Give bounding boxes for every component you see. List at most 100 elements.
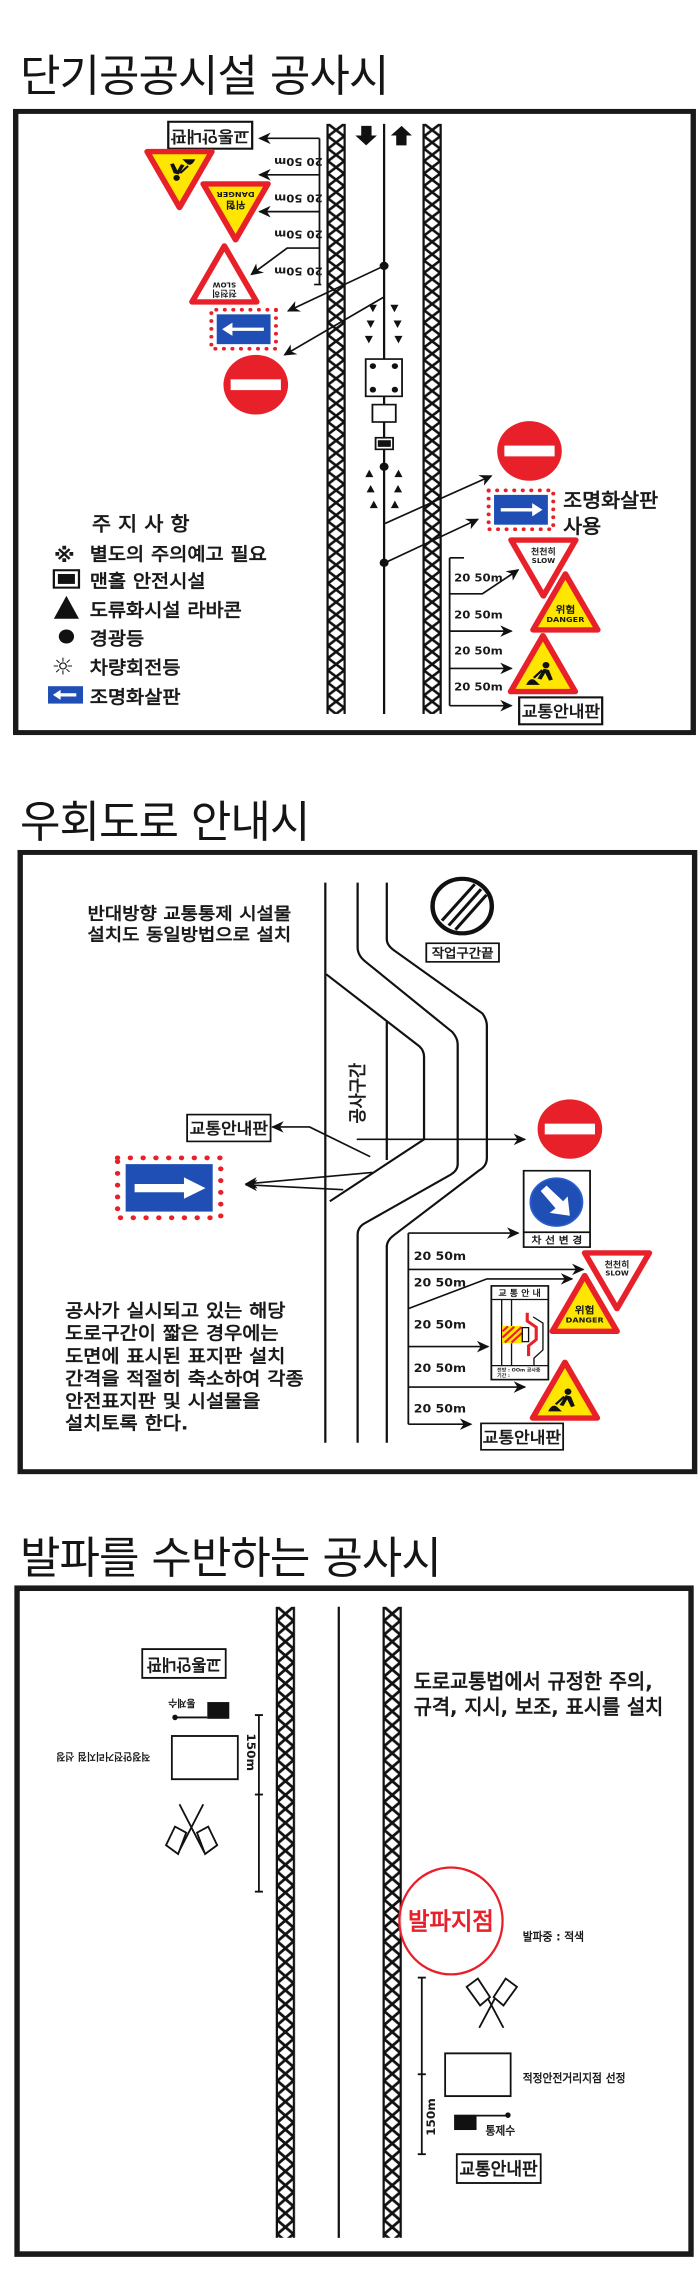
section-title-blasting: 발파를 수반하는 공사시 bbox=[20, 1533, 442, 1584]
note-line: 공사가 실시되고 있는 해당 bbox=[65, 1301, 286, 1322]
slow-sign: 천천히 SLOW bbox=[585, 1253, 650, 1309]
legend-item-label: 조명화살판 bbox=[90, 687, 181, 708]
lattice-barrier-right bbox=[422, 123, 442, 714]
panel-border bbox=[17, 849, 698, 1475]
distance-label: 20 50m bbox=[414, 1361, 466, 1374]
diagram-short-term-work: 교통안내판 20 50m 20 50m 20 50m 20 50m 위험 DAN… bbox=[13, 108, 696, 736]
slow-ko: 천천히 bbox=[212, 288, 237, 300]
traffic-guide-board: 교 통 안 내 전방 : OOm 공사중 기간 : bbox=[490, 1285, 550, 1381]
distance-label: 20 50m bbox=[454, 609, 503, 621]
triangle-cone-icon bbox=[53, 595, 79, 619]
rotating-light-icon: ☼ bbox=[52, 654, 75, 681]
warning-light-dot-icon bbox=[58, 629, 75, 644]
manhole-box-icon bbox=[52, 569, 81, 589]
note-line: 안전표지판 및 시설물을 bbox=[65, 1391, 260, 1412]
distance-label: 20 50m bbox=[274, 265, 323, 277]
safe-point-left: 적정안전거리지점 선정 bbox=[56, 1735, 239, 1781]
legend-item-label: 별도의 주의예고 필요 bbox=[90, 544, 267, 565]
guide-sign-label: 교통안내판 bbox=[459, 2160, 537, 2180]
lattice-barrier-right bbox=[382, 1606, 403, 2238]
arrow-board-icon bbox=[48, 686, 84, 704]
slow-sign: 천천히 SLOW bbox=[511, 540, 576, 596]
diagram-blasting: 교통안내판 통제수 적정안전거리지점 선정 150m 도로교통법에서 규정한 주… bbox=[14, 1585, 694, 2257]
flagger-left: 통제수 bbox=[168, 1696, 230, 1721]
placement-arrows bbox=[283, 265, 493, 564]
flagger-right: 통제수 bbox=[454, 2112, 516, 2138]
slow-ko: 천천히 bbox=[531, 546, 556, 558]
worker-warning-sign bbox=[511, 636, 576, 692]
legend-item-label: 경광등 bbox=[90, 628, 144, 649]
danger-ko: 위험 bbox=[575, 1304, 595, 1316]
detour-road-lines bbox=[324, 882, 488, 1443]
danger-en: DANGER bbox=[566, 1316, 604, 1325]
no-entry-sign-right bbox=[497, 421, 562, 481]
cones-lower bbox=[365, 469, 403, 509]
guide-sign-label: 교통안내판 bbox=[147, 1655, 221, 1674]
guide-sign-label: 교통안내판 bbox=[171, 127, 249, 145]
note-top-line: 설치도 동일방법으로 설치 bbox=[88, 925, 292, 945]
lattice-barrier-left bbox=[275, 1606, 296, 2238]
note-line: 도로구간이 짧은 경우에는 bbox=[65, 1323, 279, 1344]
blast-point-label: 발파지점 bbox=[408, 1907, 494, 1935]
guide-sign-bottom: 교통안내판 bbox=[518, 696, 604, 726]
slow-en: SLOW bbox=[605, 1270, 629, 1278]
up-direction-arrow-icon bbox=[390, 125, 412, 146]
arrow-board-note-use: 사용 bbox=[563, 516, 601, 538]
distance-label: 150m bbox=[244, 1733, 258, 1771]
distance-label: 20 50m bbox=[414, 1276, 466, 1289]
guide-sign-label: 교통안내판 bbox=[483, 1428, 561, 1446]
crossed-flags-icon bbox=[465, 1977, 519, 2029]
flagger-label: 통제수 bbox=[486, 2123, 516, 2137]
slow-en: SLOW bbox=[532, 557, 556, 565]
legend-item-label: 맨홀 안전시설 bbox=[90, 570, 206, 592]
placement-arrows bbox=[244, 1121, 527, 1192]
legend: 주 지 사 항 ※ 별도의 주의예고 필요 맨홀 안전시설 도류화시설 라바콘 … bbox=[48, 513, 267, 708]
note-line: 규격, 지시, 보조, 표시를 설치 bbox=[414, 1695, 664, 1719]
distance-label: 20 50m bbox=[414, 1402, 466, 1415]
legend-item-label: 차량회전등 bbox=[90, 657, 181, 678]
section-title-detour: 우회도로 안내시 bbox=[20, 797, 310, 848]
blast-status-label: 발파중 : 적색 bbox=[523, 1929, 584, 1943]
left-distance-markers bbox=[250, 132, 322, 286]
danger-sign-inverted: 위험 DANGER bbox=[203, 184, 268, 240]
diagram-detour: 반대방향 교통통제 시설물 설치도 동일방법으로 설치 공사구간 작업구간끝 교… bbox=[17, 849, 698, 1475]
flagger-label: 통제수 bbox=[168, 1696, 195, 1709]
right-distance-markers bbox=[448, 556, 520, 712]
distance-label: 20 50m bbox=[274, 155, 323, 167]
manhole-facility bbox=[364, 358, 403, 451]
guide-sign-top: 교통안내판 bbox=[167, 120, 254, 150]
arrow-board bbox=[114, 1155, 224, 1221]
distance-label: 20 50m bbox=[454, 645, 503, 657]
down-direction-arrow-icon bbox=[355, 125, 377, 146]
cones-upper bbox=[364, 304, 403, 344]
danger-ko: 위험 bbox=[555, 603, 575, 615]
lattice-barrier-left bbox=[326, 123, 346, 714]
no-entry-sign bbox=[223, 354, 289, 415]
note-line: 간격을 적절히 축소하여 각종 bbox=[65, 1369, 304, 1390]
guide-board-line: 기간 : bbox=[497, 1372, 510, 1379]
warning-lights bbox=[379, 261, 389, 567]
distance-markers bbox=[407, 1227, 585, 1430]
no-entry-sign bbox=[537, 1099, 603, 1159]
distance-label: 20 50m bbox=[454, 572, 503, 584]
danger-en: DANGER bbox=[546, 615, 584, 624]
section-title-short-term-work: 단기공공시설 공사시 bbox=[20, 51, 389, 102]
guide-board-line: 전방 : OOm 공사중 bbox=[497, 1367, 541, 1374]
distance-marker-right bbox=[417, 1976, 426, 2156]
distance-label: 20 50m bbox=[414, 1318, 466, 1331]
safe-point-right: 적정안전거리지점 선정 bbox=[444, 2052, 626, 2098]
arrow-board-left bbox=[211, 310, 276, 349]
crossed-flags-icon bbox=[164, 1803, 219, 1856]
work-zone-end-label: 작업구간끝 bbox=[432, 946, 494, 961]
guide-board-header: 교 통 안 내 bbox=[498, 1288, 540, 1299]
distance-marker-left bbox=[254, 1714, 263, 1893]
slow-sign-inverted: 천천히 SLOW bbox=[192, 246, 257, 302]
distance-label: 20 50m bbox=[414, 1249, 466, 1262]
guide-sign-right: 교통안내판 bbox=[455, 2153, 542, 2184]
guide-sign-bottom: 교통안내판 bbox=[480, 1422, 565, 1451]
note-line: 도로교통법에서 규정한 주의, bbox=[414, 1669, 653, 1693]
guide-sign-label: 교통안내판 bbox=[190, 1120, 268, 1138]
legend-title: 주 지 사 항 bbox=[92, 513, 190, 535]
work-zone-end-sign: 작업구간끝 bbox=[425, 876, 500, 963]
distance-label: 150m bbox=[424, 2098, 438, 2136]
